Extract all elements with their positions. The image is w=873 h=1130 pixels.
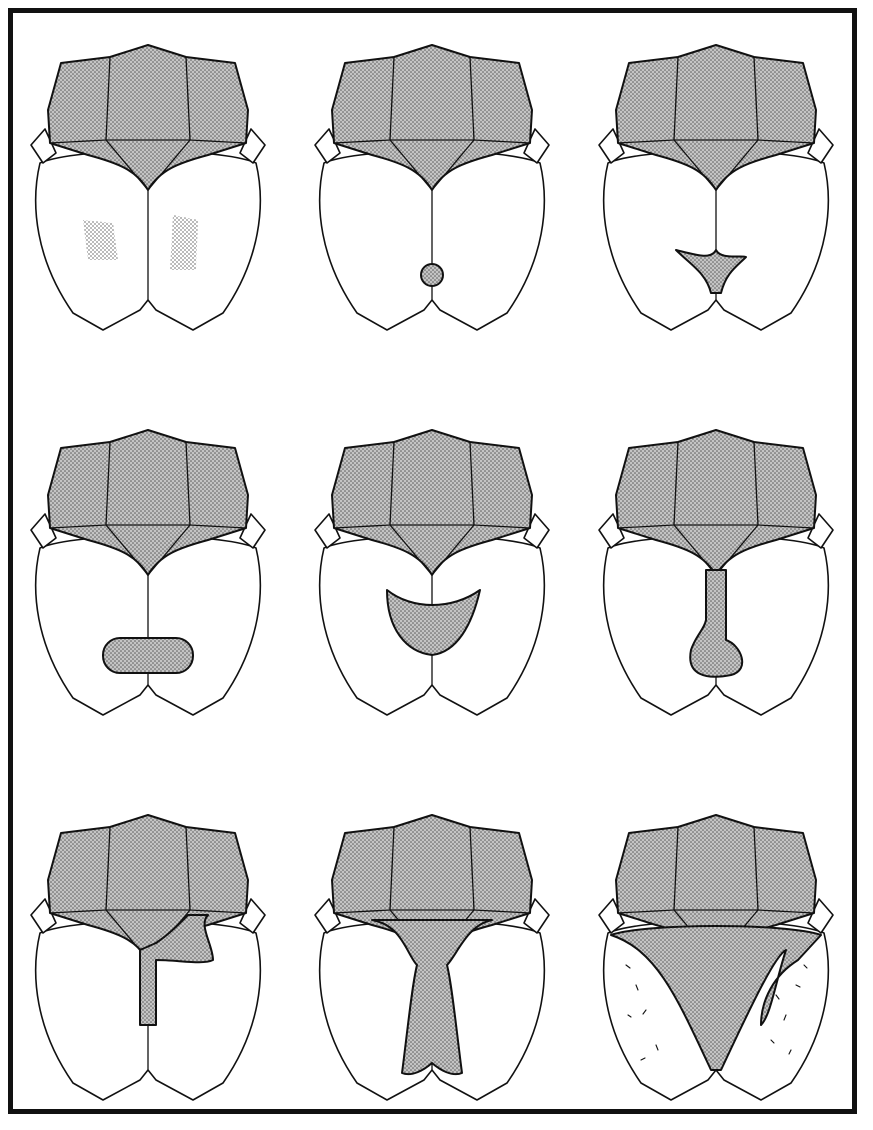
- beetle-panel-r3c3: [599, 815, 833, 1100]
- faint-spot-left: [83, 220, 118, 260]
- faint-spot-right: [170, 215, 198, 270]
- beetle-outline: [315, 430, 549, 715]
- beetle-panel-r3c2: [315, 815, 549, 1100]
- beetle-panel-r2c2: [315, 430, 549, 715]
- beetle-panel-r1c1: [31, 45, 265, 330]
- beetle-outline: [31, 45, 265, 330]
- beetle-panel-r2c3: [599, 430, 833, 715]
- round-spot: [421, 264, 443, 286]
- beetle-panel-r2c1: [31, 430, 265, 715]
- beetle-panel-r1c3: [599, 45, 833, 330]
- beetle-panel-r1c2: [315, 45, 549, 330]
- beetle-outline: [315, 45, 549, 330]
- oval-band: [103, 638, 193, 673]
- beetle-panel-r3c1: [31, 815, 265, 1100]
